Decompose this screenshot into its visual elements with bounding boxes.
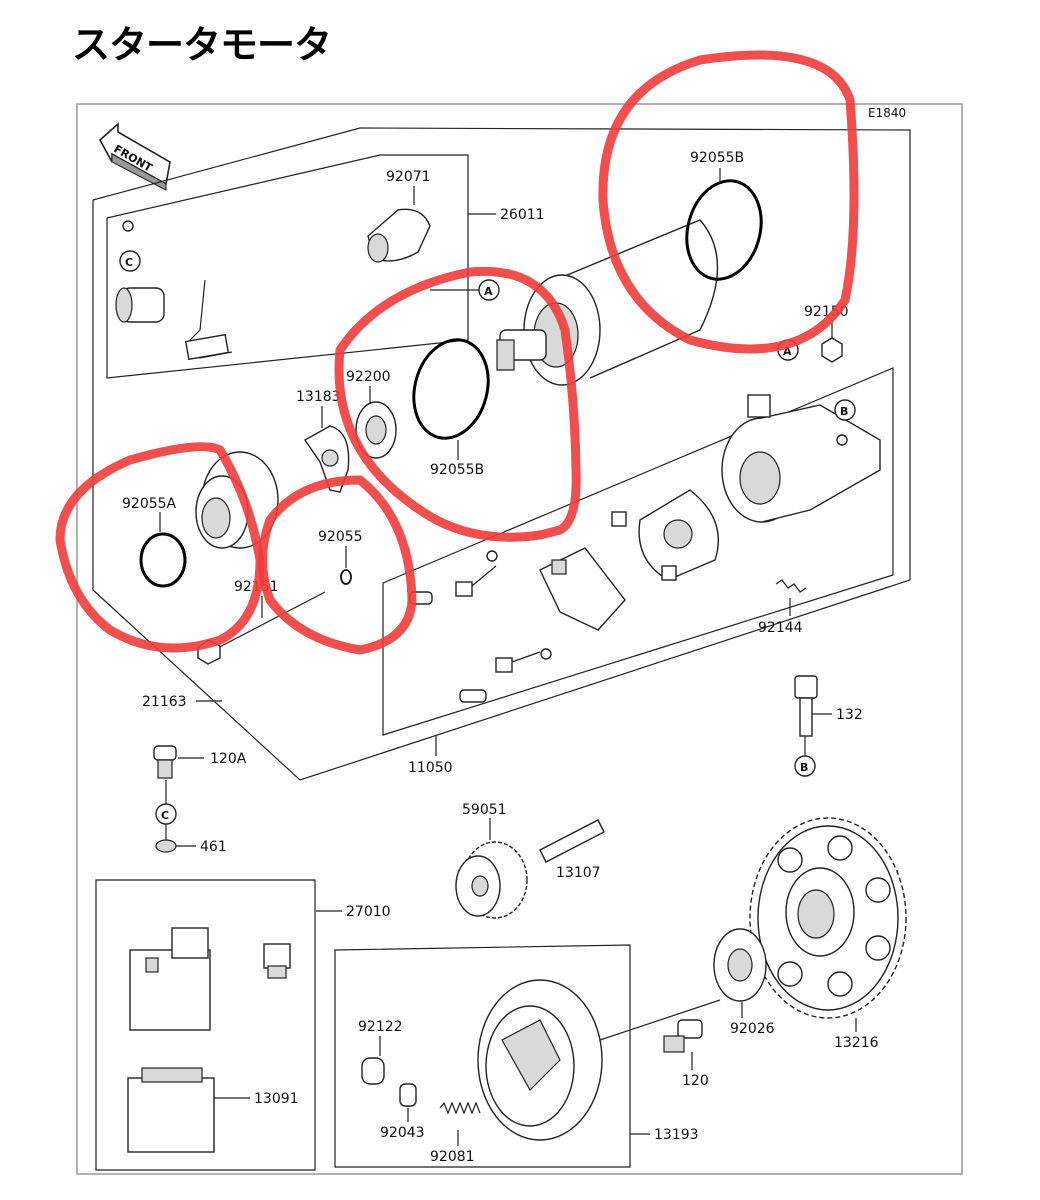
label-92055b-mid: 92055B: [430, 462, 484, 478]
spring-92144: [775, 579, 807, 593]
nut-92150: [821, 337, 843, 363]
label-92144: 92144: [758, 620, 803, 636]
washer-461: [155, 839, 177, 853]
label-13107: 13107: [556, 865, 601, 881]
cable-box: [106, 154, 469, 379]
o-ring-92055a: [139, 532, 187, 588]
shaft-13107: [539, 819, 605, 863]
rubber-cap: [115, 287, 165, 323]
diagram-code: E1840: [868, 106, 906, 120]
brush-plate: [539, 547, 626, 631]
spring-92081: [439, 1101, 481, 1115]
relay-cover-13091: [127, 1067, 215, 1153]
bolt-120: [663, 1019, 703, 1053]
label-461: 461: [200, 839, 227, 855]
front-arrow-icon: FRONT: [98, 122, 171, 191]
label-11050: 11050: [408, 760, 453, 776]
brush-holder: [611, 489, 719, 581]
label-92055a: 92055A: [122, 496, 177, 512]
label-120: 120: [682, 1073, 709, 1089]
label-92122: 92122: [358, 1019, 403, 1035]
washer-92026: [713, 928, 767, 1002]
label-92071: 92071: [386, 169, 431, 185]
bolt-132: [794, 675, 818, 737]
relay-box: [95, 879, 316, 1171]
ref-a-1: A: [484, 285, 493, 298]
starter-assembly-outline: [92, 127, 911, 781]
label-13091: 13091: [254, 1091, 299, 1107]
label-92026: 92026: [730, 1021, 775, 1037]
label-21163: 21163: [142, 694, 187, 710]
label-26011: 26011: [500, 207, 545, 223]
ref-a-2: A: [783, 345, 792, 358]
o-ring-92055b-top: [685, 179, 763, 281]
terminal-boot: [367, 208, 431, 263]
label-92081: 92081: [430, 1149, 475, 1165]
brush-set: [409, 550, 552, 703]
page-title: スタータモータ: [72, 23, 332, 67]
front-cover: [195, 451, 279, 549]
ref-c-1: C: [125, 256, 133, 269]
highlight-circle-left: [55, 442, 265, 653]
ref-b-2: B: [800, 761, 808, 774]
plunger-92043: [399, 1083, 417, 1107]
label-59051: 59051: [462, 802, 507, 818]
gear-13216: [749, 817, 907, 1019]
highlight-circle-top-right: [598, 50, 859, 354]
highlight-circle-center: [334, 266, 581, 542]
roller-92122: [361, 1057, 385, 1085]
o-ring-92055b-mid: [412, 338, 490, 440]
washer-92200: [355, 401, 397, 459]
label-92055: 92055: [318, 529, 363, 545]
starter-cable: [122, 220, 361, 361]
label-27010: 27010: [346, 904, 391, 920]
label-120a: 120A: [210, 751, 247, 767]
bolt-120a: [153, 745, 177, 779]
highlight-annotations: [55, 50, 859, 655]
ref-b-1: B: [840, 405, 848, 418]
diagram-frame: [76, 103, 963, 1175]
brush-box: [382, 367, 894, 736]
label-13216: 13216: [834, 1035, 879, 1051]
starter-clutch: [477, 979, 721, 1141]
gear-59051: [455, 841, 528, 919]
label-13193: 13193: [654, 1127, 699, 1143]
plate-13183: [303, 425, 350, 493]
label-92055b-top: 92055B: [690, 150, 744, 166]
label-92043: 92043: [380, 1125, 425, 1141]
o-ring-92055: [340, 569, 352, 585]
highlight-circle-mid-left: [258, 475, 417, 655]
starter-relay: [129, 927, 211, 1031]
clutch-box: [334, 944, 631, 1168]
rear-cover: [721, 394, 881, 523]
label-92200: 92200: [346, 369, 391, 385]
ref-c-2: C: [161, 809, 169, 822]
label-13183: 13183: [296, 389, 341, 405]
label-132: 132: [836, 707, 863, 723]
fuse: [263, 943, 291, 979]
reference-markers: A A B B C C: [119, 250, 856, 840]
